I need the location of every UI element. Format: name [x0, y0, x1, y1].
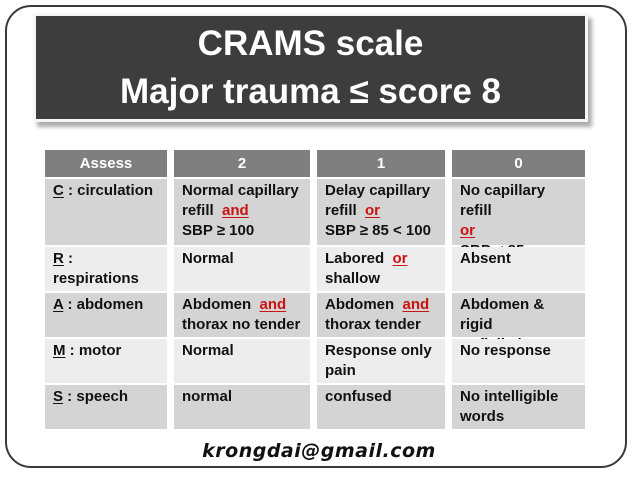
cell-speech-score1: confused [317, 385, 445, 429]
row-label-respirations: R : respirations [45, 247, 167, 291]
row-letter: C [53, 182, 64, 199]
row-label-text: : speech [63, 388, 129, 405]
cell-abdomen-score0: Abdomen & rigidor flail chest [452, 293, 585, 353]
column-header-assess: Assess [45, 150, 167, 177]
cell-motor-score0: No response [452, 339, 585, 383]
title-line-2: Major trauma ≤ score 8 [119, 71, 502, 111]
title-box: CRAMS scale Major trauma ≤ score 8 [33, 13, 588, 122]
row-label-text: : motor [65, 342, 122, 359]
crams-table: Assess 2 1 0 C : circulation Normal capi… [45, 150, 585, 429]
row-label-motor: M : motor [45, 339, 167, 383]
row-label-speech: S : speech [45, 385, 167, 429]
row-label-text: : abdomen [63, 296, 144, 313]
cell-respirations-score0: Absent [452, 247, 585, 291]
row-letter: S [53, 388, 64, 405]
row-label-text: : circulation [63, 182, 154, 199]
footer-email: krongdai@gmail.com [202, 440, 436, 462]
cell-motor-score2: Normal [174, 339, 310, 383]
column-header-score-0: 0 [452, 150, 585, 177]
slide-border [5, 5, 627, 468]
row-label-text: : respirations [53, 250, 139, 287]
row-letter: R [53, 250, 64, 267]
column-header-score-2: 2 [174, 150, 310, 177]
row-letter: M [53, 342, 66, 359]
title-line-1: CRAMS scale [197, 23, 424, 63]
cell-respirations-score2: Normal [174, 247, 310, 291]
row-label-abdomen: A : abdomen [45, 293, 167, 337]
cell-speech-score2: normal [174, 385, 310, 429]
column-header-score-1: 1 [317, 150, 445, 177]
row-label-circulation: C : circulation [45, 179, 167, 245]
row-letter: A [53, 296, 64, 313]
